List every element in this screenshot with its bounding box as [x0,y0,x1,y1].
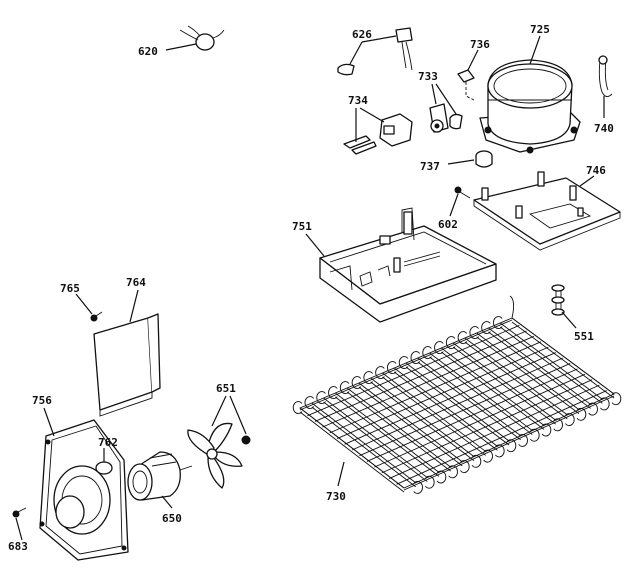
label-730: 730 [326,490,346,503]
leader-651a [211,395,227,427]
part-551[interactable] [90,311,103,322]
part-764[interactable] [551,284,565,316]
part-740[interactable] [598,55,613,97]
leader-683 [15,517,23,541]
label-651: 651 [216,382,236,395]
leader-737 [447,159,475,165]
part-651[interactable] [187,422,251,489]
leader-733b [435,83,457,115]
part-626[interactable] [337,27,413,76]
leader-764 [561,311,577,329]
part-736[interactable] [457,69,475,101]
part-765[interactable] [93,313,161,417]
label-551: 765 [60,282,80,295]
part-602[interactable] [454,186,471,199]
part-683[interactable] [12,507,27,518]
label-626: 626 [352,28,372,41]
leader-733a [431,83,437,105]
leader-650 [161,495,173,509]
label-683: 683 [8,540,28,553]
part-730[interactable] [292,295,622,494]
label-725: 725 [530,23,550,36]
leader-751 [305,233,325,257]
label-733: 733 [418,70,438,83]
label-736: 736 [470,38,490,51]
leader-736 [467,49,479,71]
leader-725 [529,35,541,65]
part-620[interactable] [179,25,225,51]
part-734[interactable] [343,113,413,155]
part-650[interactable] [127,451,193,501]
label-762: 762 [98,436,118,449]
leader-626a [361,35,397,43]
label-746: 746 [586,164,606,177]
label-620: 620 [138,45,158,58]
label-756: 756 [32,394,52,407]
part-762[interactable] [95,461,113,475]
label-737: 737 [420,160,440,173]
leader-730 [337,461,345,487]
label-751: 751 [292,220,312,233]
part-756[interactable] [39,419,129,561]
leader-765 [129,289,139,323]
leader-734a [359,107,385,123]
part-725[interactable] [479,59,581,154]
label-765: 764 [126,276,146,289]
leader-551 [75,293,93,315]
part-751[interactable] [319,207,497,323]
part-746[interactable] [473,171,621,251]
part-737[interactable] [475,150,493,168]
leader-746 [579,175,595,187]
leader-620 [165,43,197,51]
part-733[interactable] [429,103,463,133]
leader-602 [449,193,459,217]
label-764: 551 [574,330,594,343]
leader-626b [349,41,363,65]
leader-756 [43,407,55,437]
label-650: 650 [162,512,182,525]
label-734: 734 [348,94,368,107]
label-602: 602 [438,218,458,231]
leader-651b [229,395,247,435]
label-740: 740 [594,122,614,135]
